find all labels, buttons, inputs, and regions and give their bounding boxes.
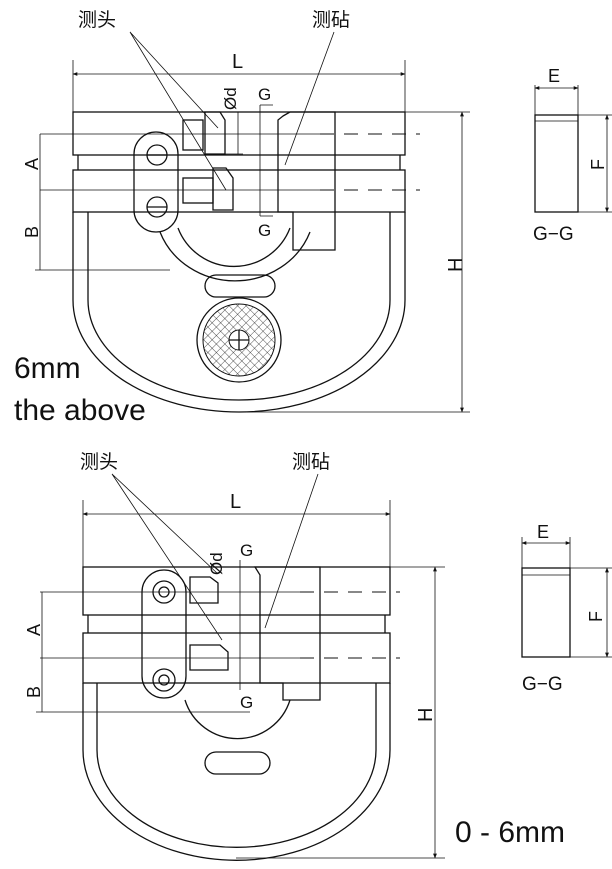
frame-outer bbox=[82, 683, 391, 861]
dim-A: A bbox=[24, 624, 44, 636]
probe-lower bbox=[212, 167, 234, 211]
upper-bar bbox=[82, 566, 391, 616]
dim-B: B bbox=[24, 686, 44, 698]
range-text-2: the above bbox=[14, 394, 146, 427]
inner-frame bbox=[159, 227, 311, 282]
clamp-plate bbox=[141, 569, 187, 699]
probe-lower bbox=[189, 644, 229, 671]
section-g-g bbox=[534, 114, 579, 213]
dim-F: F bbox=[586, 611, 606, 622]
section-g-g bbox=[521, 567, 571, 658]
dim-A: A bbox=[22, 158, 42, 170]
dim-E: E bbox=[537, 522, 549, 542]
dim-B: B bbox=[22, 226, 42, 238]
dim-E: E bbox=[548, 66, 560, 86]
upper-bar bbox=[72, 111, 406, 156]
screw-icon bbox=[158, 586, 170, 598]
dim-H: H bbox=[445, 258, 467, 272]
anvil-label: 测砧 bbox=[312, 9, 350, 31]
gauge-6mm-above: 测头 测砧 L Ød G G A B bbox=[14, 9, 612, 427]
probe-upper bbox=[189, 576, 219, 604]
probe-label: 测头 bbox=[78, 9, 116, 31]
lower-bar bbox=[72, 169, 406, 213]
section-mark-g-top: G bbox=[258, 85, 271, 104]
gauge-0-6mm: 测头 测砧 L Ød G G A B H 0 - 6mm E bbox=[24, 451, 612, 861]
dim-d: Ød bbox=[207, 552, 226, 575]
grip-oval bbox=[204, 751, 271, 775]
section-label: G−G bbox=[522, 674, 563, 695]
section-mark-g-bottom: G bbox=[258, 221, 271, 240]
anvil bbox=[277, 111, 336, 251]
probe-upper bbox=[204, 111, 226, 155]
section-label: G−G bbox=[533, 224, 574, 245]
range-text: 6mm bbox=[14, 352, 81, 385]
section-mark-g-bottom: G bbox=[240, 693, 253, 712]
dim-d: Ød bbox=[221, 87, 240, 110]
probe-label: 测头 bbox=[80, 451, 118, 473]
knurled-knob bbox=[196, 297, 282, 383]
dim-L: L bbox=[232, 51, 243, 73]
dim-L: L bbox=[230, 491, 241, 513]
screw-icon bbox=[158, 674, 170, 686]
range-text: 0 - 6mm bbox=[455, 816, 565, 849]
grip-oval bbox=[204, 274, 276, 298]
dim-H: H bbox=[415, 708, 437, 722]
dim-F: F bbox=[588, 159, 608, 170]
section-mark-g-top: G bbox=[240, 541, 253, 560]
clamp-plate bbox=[133, 131, 179, 233]
anvil bbox=[253, 566, 321, 701]
anvil-label: 测砧 bbox=[292, 451, 330, 473]
